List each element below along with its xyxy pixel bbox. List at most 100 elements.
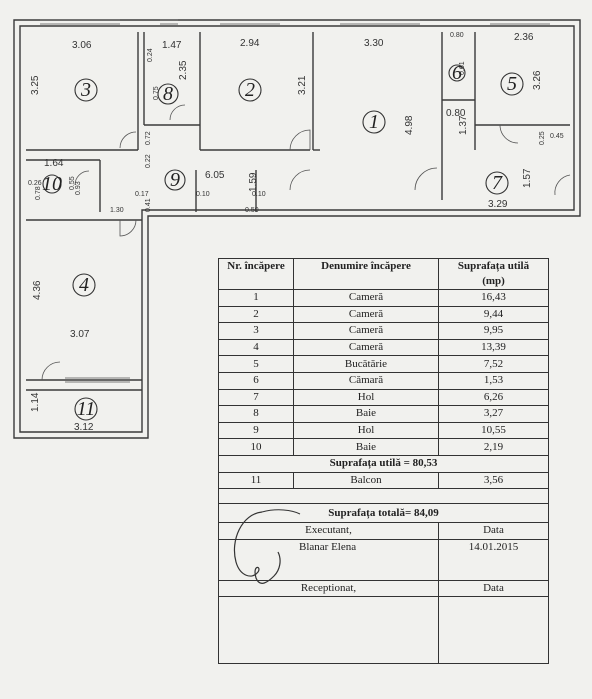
table-header-row: Nr. încăpere Denumire încăpere Suprafața… — [218, 258, 549, 290]
dimension-label: 1.64 — [44, 158, 64, 169]
dimension-label: 0.93 — [75, 181, 82, 195]
row-name: Cameră — [293, 322, 439, 340]
header-nr: Nr. încăpere — [218, 258, 294, 290]
receptionat-blank-row — [218, 596, 549, 665]
dimension-label: 3.25 — [30, 75, 41, 95]
dimension-labels: 3.063.251.470.240.752.352.943.213.304.98… — [28, 32, 564, 433]
room-circle — [42, 174, 62, 194]
row-name: Baie — [293, 438, 439, 456]
dimension-label: 3.12 — [74, 422, 94, 433]
dimension-label: 1.57 — [522, 168, 533, 188]
room-number: 10 — [42, 173, 62, 195]
row-area: 1,53 — [438, 371, 549, 390]
room-circle — [72, 273, 96, 297]
row-area: 9,95 — [438, 322, 549, 340]
dimension-label: 0.25 — [539, 131, 546, 145]
date-label: Data — [438, 522, 549, 540]
dimension-label: 3.30 — [364, 38, 384, 49]
dimension-label: 4.98 — [404, 115, 415, 135]
dimension-label: 0.10 — [252, 191, 266, 198]
dimension-label: 0.55 — [69, 176, 76, 190]
dimension-label: 0.61 — [459, 61, 466, 75]
dimension-label: 0.80 — [450, 32, 464, 39]
receptionat-date-label: Data — [438, 579, 549, 598]
area-table: Nr. încăpere Denumire încăpere Suprafața… — [218, 258, 549, 665]
executant-row: Executant, Data — [218, 522, 549, 540]
dimension-label: 2.36 — [514, 32, 534, 43]
row-area: 2,19 — [438, 438, 549, 456]
dimension-label: 1.37 — [458, 115, 469, 135]
row-nr: 9 — [218, 421, 294, 440]
row-area: 6,26 — [438, 388, 549, 407]
dimension-label: 6.05 — [205, 170, 225, 181]
room-number: 3 — [80, 79, 91, 101]
room-circle — [157, 83, 179, 105]
row-area: 10,55 — [438, 421, 549, 440]
useful-total-row: Suprafața utilă = 80,53 — [218, 454, 549, 473]
room-circle — [74, 78, 98, 102]
room-circle — [500, 72, 524, 96]
row-nr: 10 — [218, 438, 294, 456]
room-number: 11 — [77, 398, 96, 420]
dimension-label: 3.06 — [72, 40, 92, 51]
row-nr: 1 — [218, 289, 294, 307]
dimension-label: 0.41 — [145, 198, 152, 212]
useful-total: Suprafața utilă = 80,53 — [218, 454, 549, 473]
row-name: Hol — [293, 421, 439, 440]
dimension-label: 0.10 — [196, 191, 210, 198]
row-nr: 6 — [218, 371, 294, 390]
dimension-label: 0.50 — [245, 207, 259, 214]
dimension-label: 3.26 — [532, 70, 543, 90]
room-circle — [448, 64, 466, 82]
row-nr: 7 — [218, 388, 294, 407]
dimension-label: 0.17 — [135, 191, 149, 198]
room-number: 6 — [452, 62, 462, 84]
dimension-label: 0.80 — [446, 108, 466, 119]
balcony-name: Balcon — [293, 471, 439, 490]
dimension-label: 3.07 — [70, 329, 90, 340]
row-area: 9,44 — [438, 305, 549, 324]
balcony-area: 3,56 — [438, 471, 549, 490]
dimension-label: 1.59 — [248, 172, 259, 192]
row-area: 3,27 — [438, 405, 549, 423]
room-circle — [74, 397, 98, 421]
balcony-row: 11 Balcon 3,56 — [218, 471, 549, 490]
row-name: Cameră — [293, 289, 439, 307]
room-circle — [485, 171, 509, 195]
room-number: 2 — [245, 79, 255, 101]
header-area: Suprafața utilă(mp) — [438, 258, 549, 290]
row-area: 7,52 — [438, 355, 549, 373]
row-area: 16,43 — [438, 289, 549, 307]
executant-date: 14.01.2015 — [438, 538, 549, 581]
row-nr: 2 — [218, 305, 294, 324]
grand-total-row: Suprafața totală= 84,09 — [218, 503, 549, 524]
signature-mark — [233, 509, 301, 584]
balcony-nr: 11 — [218, 471, 294, 490]
row-nr: 5 — [218, 355, 294, 373]
receptionat-row: Receptionat, Data — [218, 579, 549, 598]
row-name: Cameră — [293, 305, 439, 324]
room-number: 8 — [163, 83, 173, 105]
dimension-label: 1.30 — [110, 207, 124, 214]
row-nr: 8 — [218, 405, 294, 423]
dimension-label: 1.47 — [162, 40, 182, 51]
row-name: Cameră — [293, 338, 439, 357]
dimension-label: 0.75 — [153, 86, 160, 100]
room-circle — [362, 110, 386, 134]
dimension-label: 3.29 — [488, 199, 508, 210]
dimension-label: 0.78 — [35, 186, 42, 200]
row-name: Bucătărie — [293, 355, 439, 373]
dimension-label: 1.14 — [30, 392, 41, 412]
dimension-label: 0.22 — [145, 154, 152, 168]
room-number: 7 — [492, 172, 503, 194]
